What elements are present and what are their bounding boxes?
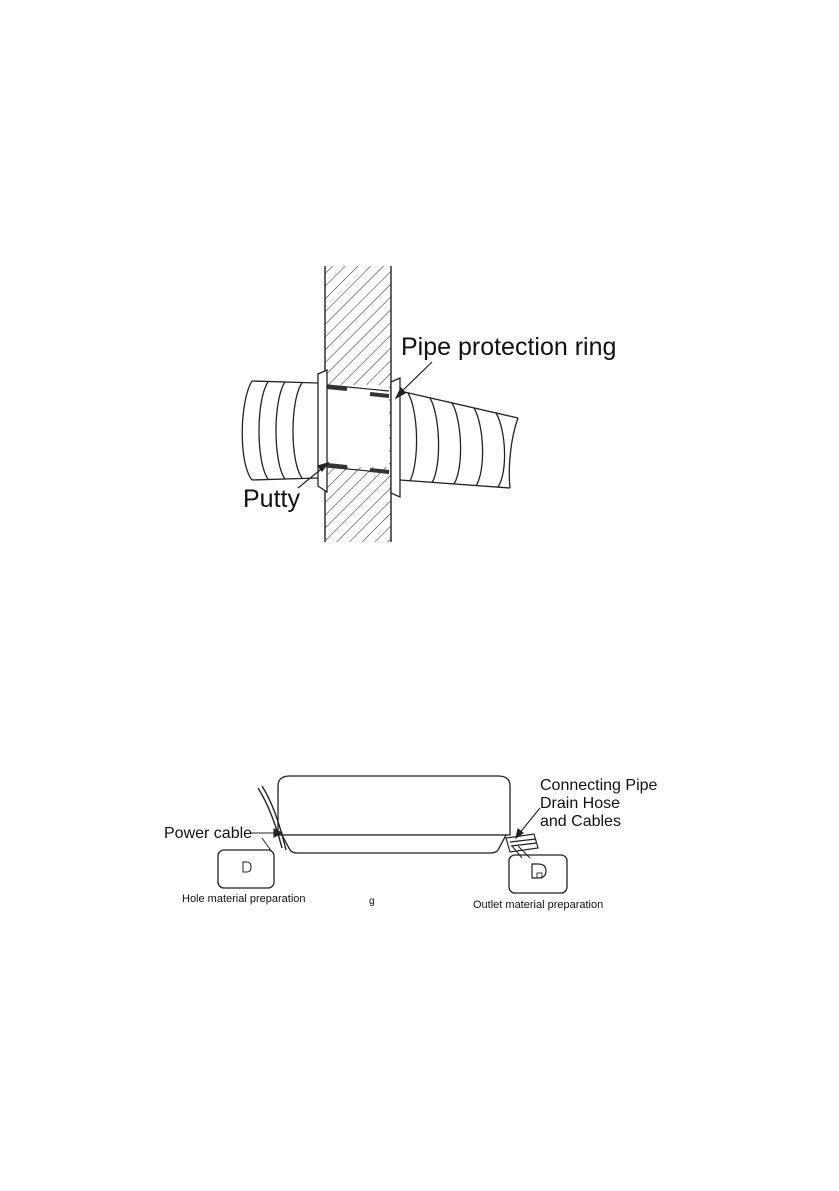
label-putty: Putty bbox=[243, 485, 300, 513]
hole-material-card bbox=[217, 837, 275, 889]
putty-seal bbox=[326, 385, 390, 474]
label-pipe-protection-ring: Pipe protection ring bbox=[401, 333, 616, 361]
label-power-cable: Power cable bbox=[164, 825, 252, 842]
label-hole-material: Hole material preparation bbox=[182, 893, 306, 905]
wall-pipe-diagram: Pipe protection ring Putty bbox=[241, 266, 616, 542]
pipe-protection-ring bbox=[317, 368, 401, 499]
pipe-left bbox=[241, 380, 319, 481]
indoor-unit bbox=[277, 775, 511, 854]
pipe-through-wall bbox=[326, 384, 390, 474]
connecting-pipe-bundle bbox=[505, 833, 539, 853]
label-drain-hose: Drain Hose bbox=[540, 795, 620, 812]
label-connecting-pipe: Connecting Pipe bbox=[540, 777, 658, 794]
leader-lines-2 bbox=[250, 807, 541, 840]
label-outlet-material: Outlet material preparation bbox=[473, 899, 603, 911]
outlet-material-card bbox=[508, 845, 568, 894]
pipe-right bbox=[399, 390, 519, 489]
power-cable bbox=[257, 785, 287, 851]
label-and-cables: and Cables bbox=[540, 813, 621, 830]
stray-mark: g bbox=[369, 896, 375, 907]
indoor-unit-diagram: Power cable Connecting Pipe Drain Hose a… bbox=[164, 775, 658, 911]
leader-lines bbox=[297, 361, 433, 489]
